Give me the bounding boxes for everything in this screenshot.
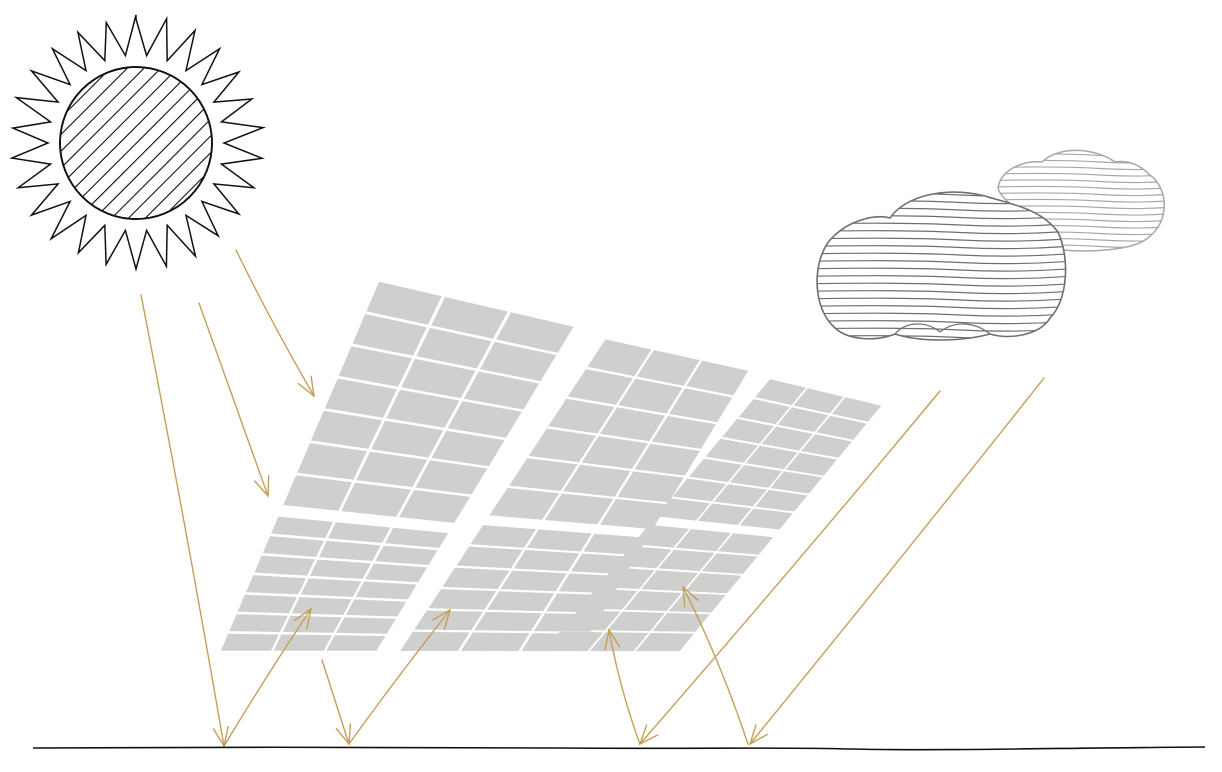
solar-panel-array <box>220 281 882 652</box>
ground-line <box>32 746 1206 751</box>
solar-panel-right <box>544 379 882 652</box>
solar-panel-middle <box>400 339 749 651</box>
cloud-front <box>816 191 1067 341</box>
light-rays <box>140 249 1045 748</box>
solar-panel-left <box>220 281 574 651</box>
sun <box>9 14 267 272</box>
